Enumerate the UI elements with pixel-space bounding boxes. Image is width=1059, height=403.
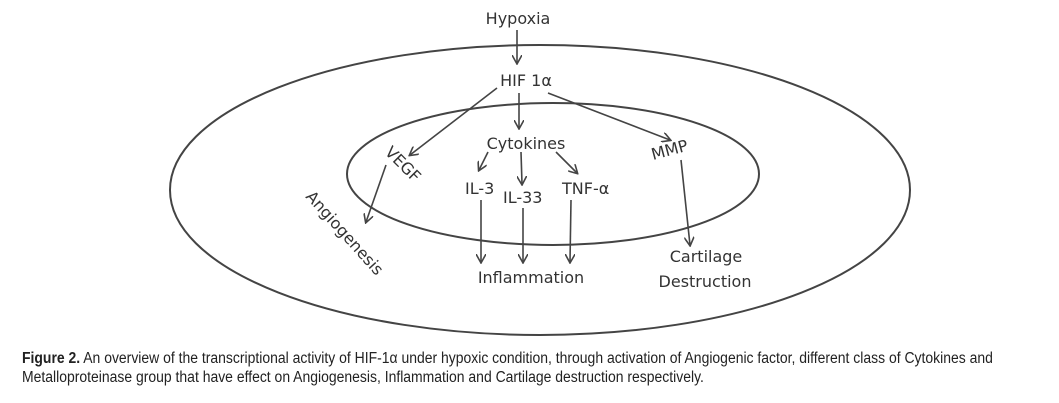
figure-caption: Figure 2. An overview of the transcripti… — [22, 349, 1048, 387]
arrow-cytokines-il33 — [521, 151, 522, 184]
node-il3: IL-3 — [465, 179, 494, 198]
node-destruction: Destruction — [659, 272, 752, 291]
inner-ellipse — [346, 102, 760, 246]
node-mmp: MMP — [649, 136, 690, 164]
caption-text: An overview of the transcriptional activ… — [22, 350, 993, 386]
node-cartilage: Cartilage — [670, 247, 743, 266]
caption-label: Figure 2. — [22, 350, 81, 367]
pathway-diagram: Hypoxia HIF 1α Cytokines VEGF Angiogenes… — [169, 9, 911, 336]
node-cytokines: Cytokines — [487, 134, 566, 153]
arrow-tnf-inflammation — [570, 199, 571, 262]
outer-ellipse — [169, 44, 911, 336]
arrow-cytokines-tnf — [555, 151, 577, 173]
node-angiogenesis: Angiogenesis — [302, 187, 387, 279]
node-hypoxia: Hypoxia — [486, 9, 551, 28]
node-inflammation: Inflammation — [478, 268, 584, 287]
node-il33: IL-33 — [503, 188, 542, 207]
arrow-hif-vegf — [410, 87, 498, 155]
arrow-cytokines-il3 — [479, 151, 489, 170]
node-hif: HIF 1α — [500, 71, 552, 90]
arrow-hif-mmp — [547, 92, 670, 140]
arrow-mmp-cartilage — [680, 159, 690, 245]
node-tnf: TNF-α — [561, 179, 609, 198]
arrow-vegf-angiogenesis — [366, 164, 387, 222]
